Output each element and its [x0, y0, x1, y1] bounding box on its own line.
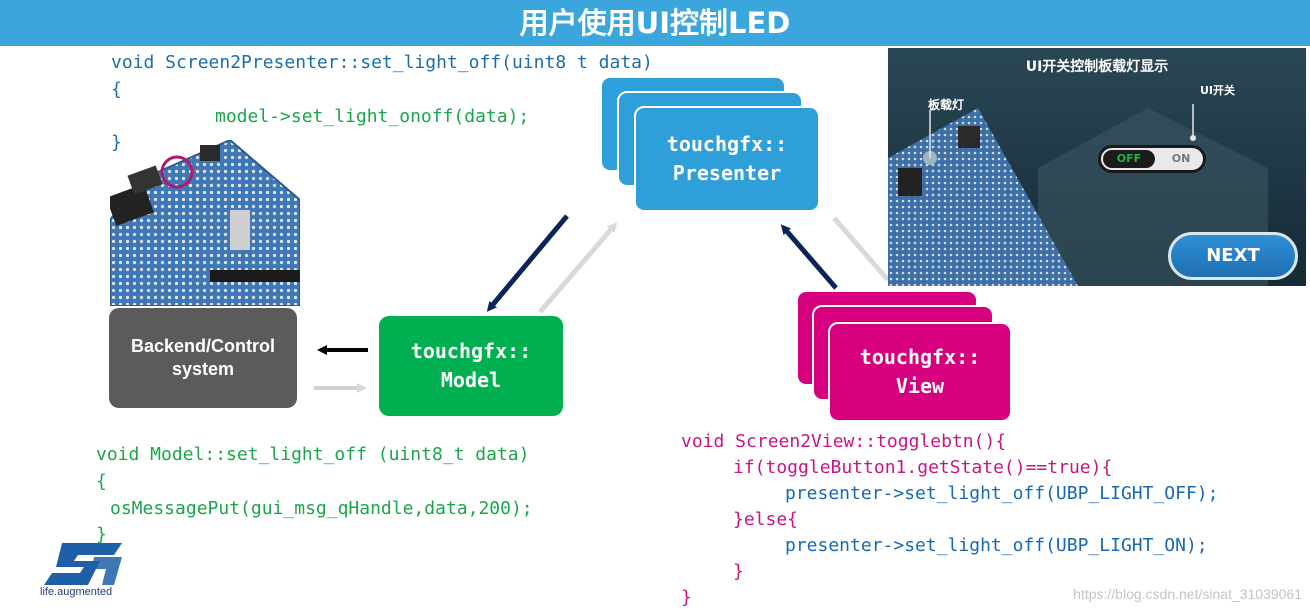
arrow-presenter-to-view: [832, 216, 890, 282]
model-code-open-brace: {: [96, 471, 107, 492]
view-box-label: touchgfx:: View: [859, 345, 981, 398]
watermark-url: https://blog.csdn.net/sinat_31039061: [1073, 586, 1302, 602]
view-code-call-off: presenter->set_light_off(UBP_LIGHT_OFF);: [785, 483, 1219, 504]
model-code-body: osMessagePut(gui_msg_qHandle,data,200);: [110, 498, 533, 519]
presenter-box: touchgfx:: Presenter: [634, 106, 820, 212]
led-highlight-circle: [160, 155, 194, 189]
ui-screenshot-title: UI开关控制板载灯显示: [1025, 59, 1169, 75]
toggle-on-label: ON: [1171, 152, 1191, 165]
toggle-on-segment: ON: [1159, 150, 1203, 168]
toggle-off-label: OFF: [1116, 152, 1142, 165]
logo-tagline: life.augmented: [40, 586, 113, 598]
ui-toggle-switch[interactable]: OFF ON: [1098, 145, 1206, 173]
toggle-off-segment: OFF: [1103, 150, 1155, 168]
model-box: touchgfx:: Model: [379, 316, 563, 416]
view-code-close-outer: }: [681, 587, 692, 608]
backend-control-label: Backend/Control system: [130, 336, 276, 379]
ui-screenshot-panel: UI开关控制板载灯显示 板载灯 UI开关 OFF ON NEXT: [888, 48, 1306, 286]
presenter-code-body: model->set_light_onoff(data);: [215, 106, 530, 127]
title-banner: 用户使用UI控制LED: [0, 0, 1310, 46]
presenter-code-open-brace: {: [111, 79, 122, 100]
view-box: touchgfx:: View: [828, 322, 1012, 422]
st-logo-icon: [44, 543, 122, 585]
model-code-signature: void Model::set_light_off (uint8_t data): [96, 444, 530, 465]
board-illustration: [110, 140, 300, 306]
presenter-code-close-brace: }: [111, 132, 122, 153]
view-code-call-on: presenter->set_light_off(UBP_LIGHT_ON);: [785, 535, 1208, 556]
model-code-close-brace: }: [96, 524, 107, 545]
arrow-presenter-to-model: [486, 214, 569, 312]
presenter-code-signature: void Screen2Presenter::set_light_off(uin…: [111, 52, 653, 73]
presenter-box-label: touchgfx:: Presenter: [666, 132, 788, 185]
page-title: 用户使用UI控制LED: [519, 6, 791, 40]
led-label: 板载灯: [928, 98, 965, 112]
switch-label: UI开关: [1200, 84, 1236, 97]
next-button[interactable]: NEXT: [1168, 232, 1298, 280]
view-code-close-inner: }: [733, 561, 744, 582]
view-code-if: if(toggleButton1.getState()==true){: [733, 457, 1113, 478]
arrow-model-to-presenter: [538, 222, 618, 314]
view-code-else: }else{: [733, 509, 799, 530]
arrow-view-to-presenter: [780, 224, 838, 290]
next-button-label: NEXT: [1206, 245, 1260, 266]
backend-control-box: Backend/Control system: [109, 308, 297, 408]
view-code-signature: void Screen2View::togglebtn(){: [681, 431, 1007, 452]
board-photo: [110, 140, 300, 306]
model-box-label: touchgfx:: Model: [410, 339, 532, 392]
